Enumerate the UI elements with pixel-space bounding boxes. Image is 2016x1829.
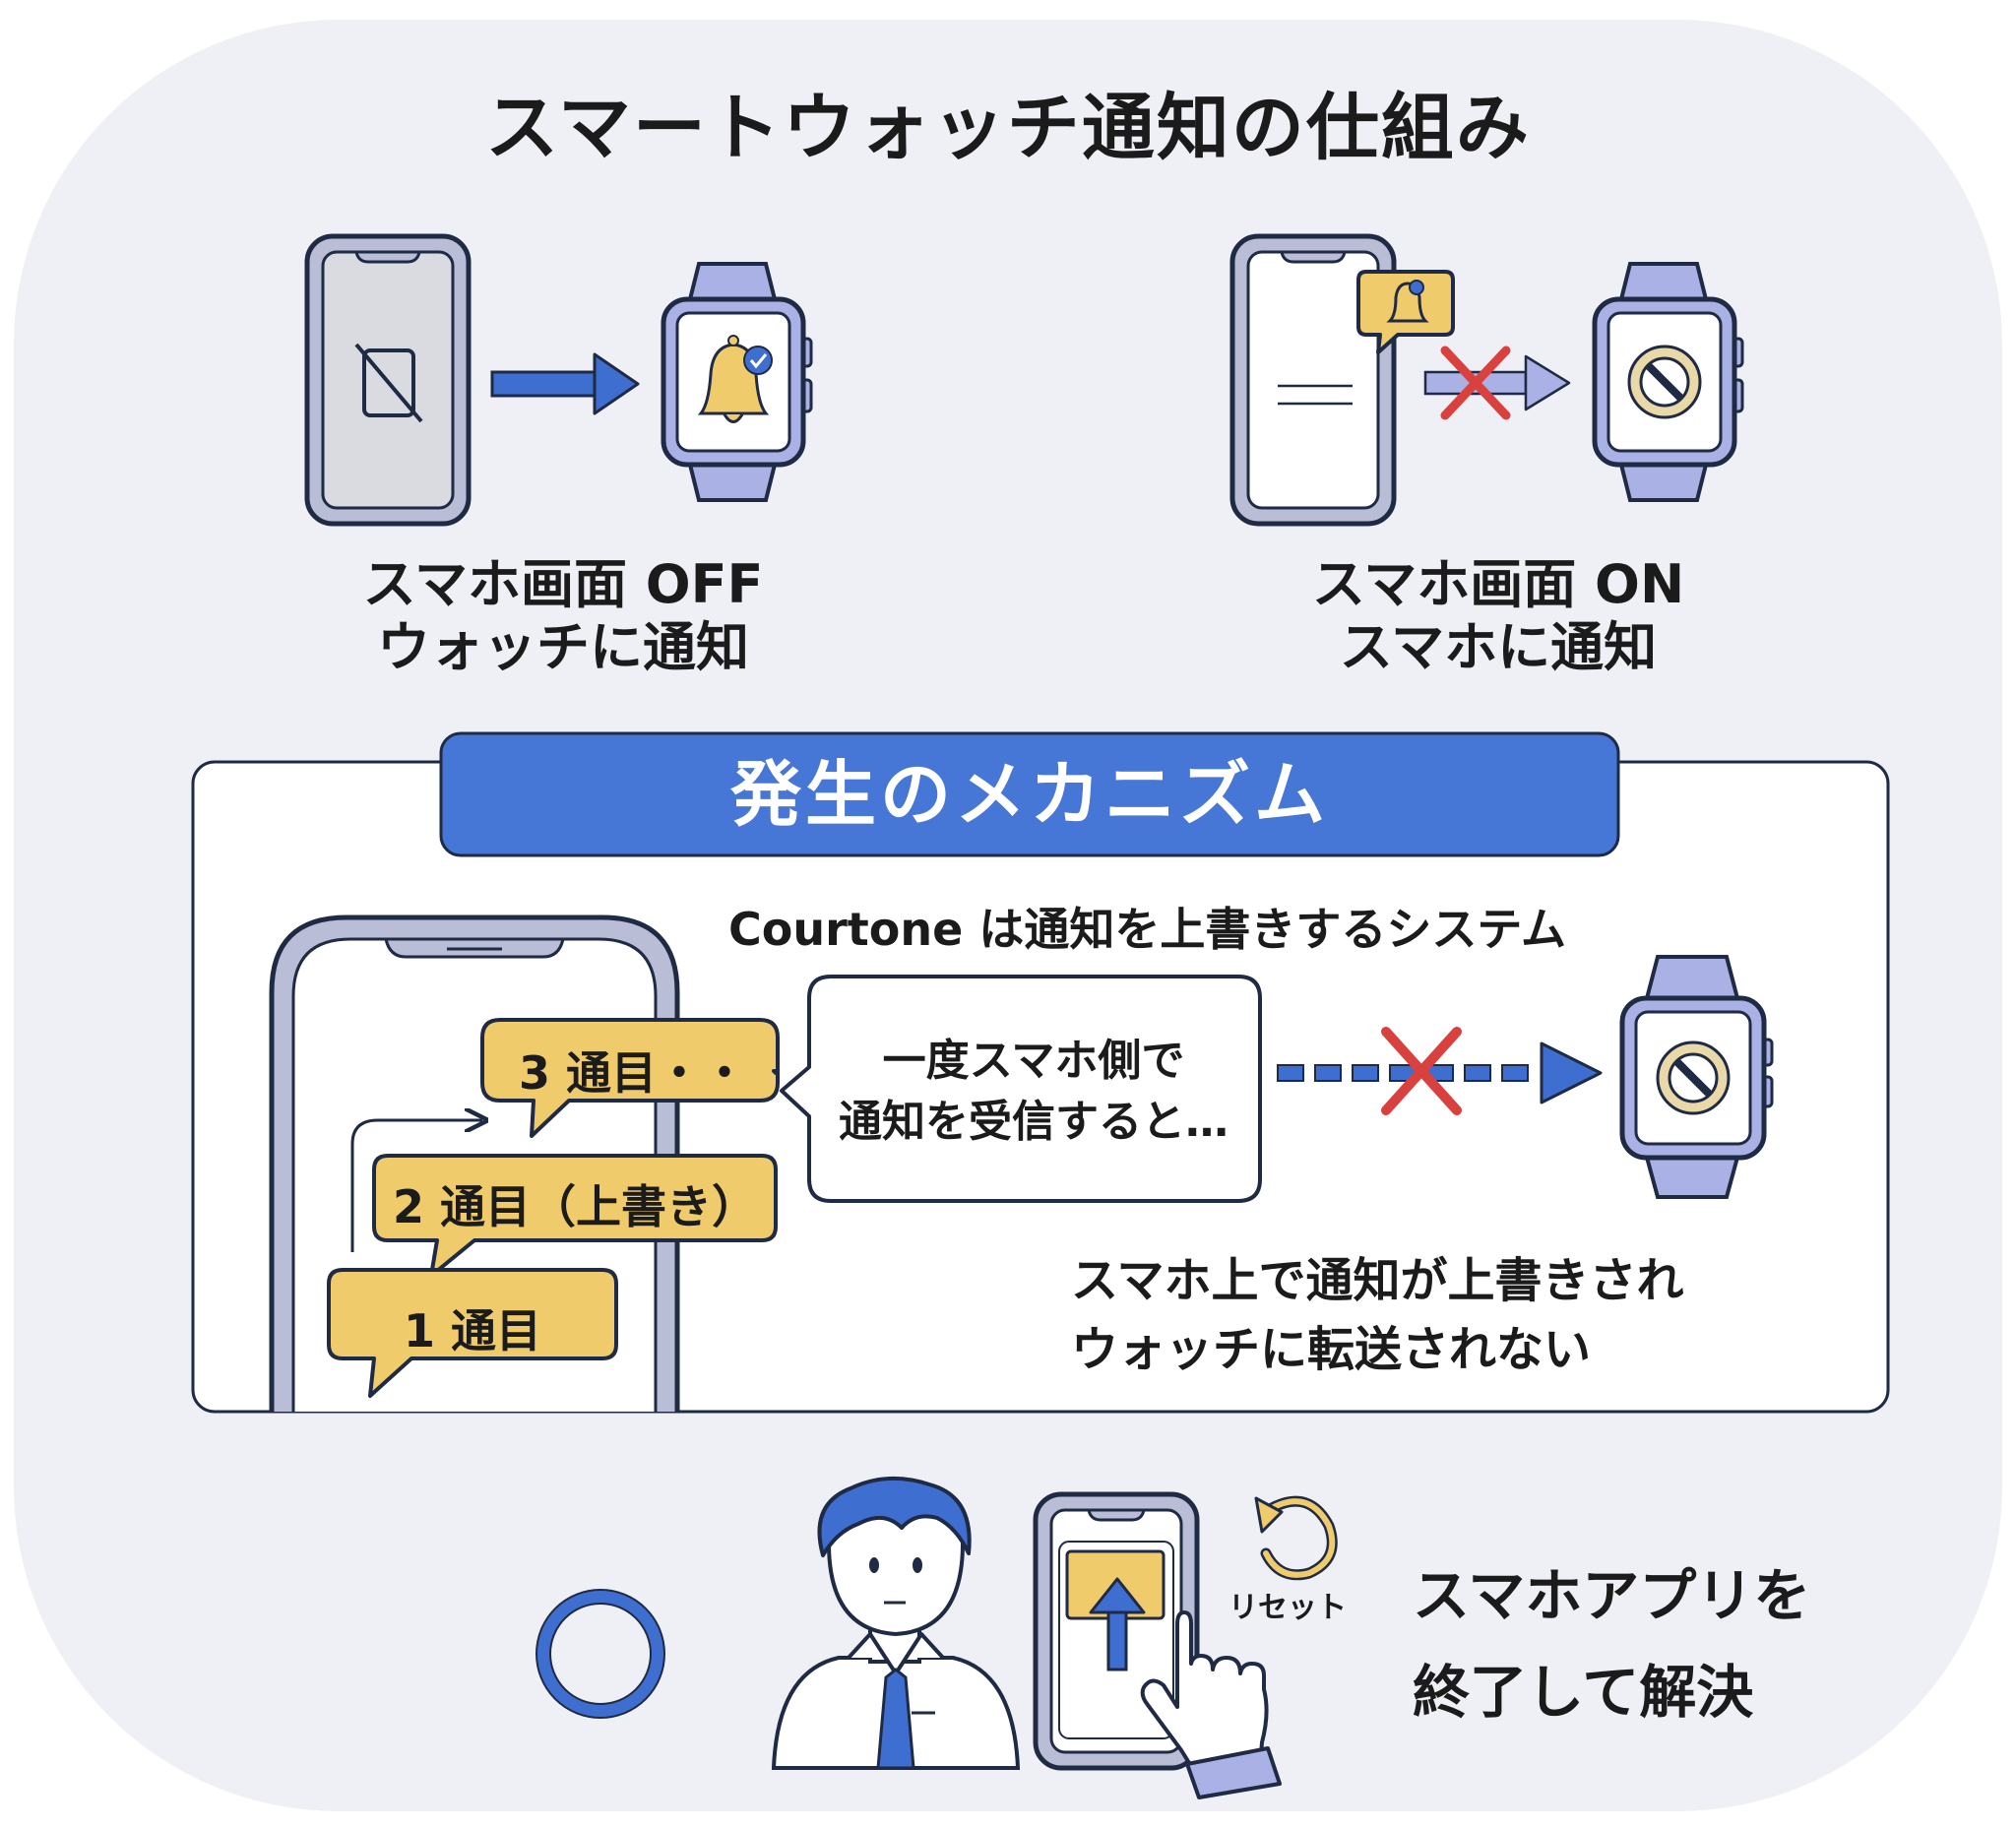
caption-screen-off-line2: ウォッチに通知 bbox=[377, 616, 749, 678]
callout-line2: 通知を受信すると… bbox=[839, 1097, 1228, 1147]
flow-arrow bbox=[350, 1120, 482, 1252]
phone-reset bbox=[1033, 1491, 1282, 1799]
mechanism-subtitle: Courtone は通知を上書きするシステム bbox=[728, 903, 1566, 956]
callout-box bbox=[780, 975, 1262, 1203]
dashed-arrow bbox=[1277, 1027, 1603, 1115]
mechanism-header bbox=[439, 731, 1620, 857]
solution-text: スマホアプリを 終了して解決 bbox=[1413, 1547, 1810, 1740]
bubble-first bbox=[327, 1268, 618, 1398]
bubble-third-label: 3 通目・・ bbox=[518, 1046, 748, 1100]
caption-screen-on-line1: スマホ画面 ON bbox=[1311, 553, 1685, 615]
caption-screen-on-line2: スマホに通知 bbox=[1339, 616, 1658, 678]
callout-line1: 一度スマホ側で bbox=[882, 1036, 1185, 1086]
person-avatar bbox=[771, 1476, 1021, 1770]
forward-arrow bbox=[490, 352, 640, 415]
check-badge-icon bbox=[743, 346, 773, 375]
bubble-second bbox=[372, 1154, 778, 1278]
swipe-up-arrow-icon bbox=[1089, 1577, 1146, 1671]
result-text: スマホ上で通知が上書きされ ウォッチに転送されない bbox=[1071, 1246, 1684, 1384]
phone-screen-off bbox=[304, 233, 472, 527]
cross-icon bbox=[1440, 346, 1511, 420]
bubble-second-label: 2 通目（上書き） bbox=[392, 1180, 758, 1233]
bubble-first-label: 1 通目 bbox=[403, 1304, 542, 1357]
ok-circle-icon bbox=[536, 1590, 664, 1718]
caption-screen-off-line1: スマホ画面 OFF bbox=[362, 553, 764, 615]
mechanism-title: 発生のメカニズム bbox=[729, 753, 1329, 836]
screen-off-icon bbox=[354, 343, 423, 423]
watch-notified bbox=[661, 262, 813, 502]
caption-screen-off: スマホ画面 OFF ウォッチに通知 bbox=[268, 553, 858, 679]
notification-bubble bbox=[1356, 270, 1455, 354]
watch-blocked bbox=[1592, 262, 1744, 502]
blocked-arrow bbox=[1423, 346, 1571, 420]
solution-line1: スマホアプリを bbox=[1413, 1562, 1811, 1629]
cross-icon-mechanism bbox=[1381, 1027, 1462, 1115]
prohibited-icon-mechanism bbox=[1656, 1041, 1731, 1115]
reset-icon bbox=[1254, 1495, 1338, 1581]
phone-screen-on bbox=[1229, 233, 1455, 527]
prohibited-icon bbox=[1627, 345, 1702, 419]
solution-line2: 終了して解決 bbox=[1413, 1659, 1754, 1726]
result-line1: スマホ上で通知が上書きされ bbox=[1071, 1253, 1684, 1308]
watch-blocked-mechanism bbox=[1619, 955, 1774, 1199]
reset-label: リセット bbox=[1228, 1591, 1347, 1625]
result-line2: ウォッチに転送されない bbox=[1071, 1322, 1592, 1377]
hand-pointer-icon bbox=[1140, 1610, 1282, 1799]
bubble-third bbox=[480, 1018, 780, 1138]
page-title: スマートウォッチ通知の仕組み bbox=[485, 86, 1531, 170]
caption-screen-on: スマホ画面 ON スマホに通知 bbox=[1203, 553, 1794, 679]
callout-text: 一度スマホ側で 通知を受信すると… bbox=[807, 1031, 1260, 1153]
